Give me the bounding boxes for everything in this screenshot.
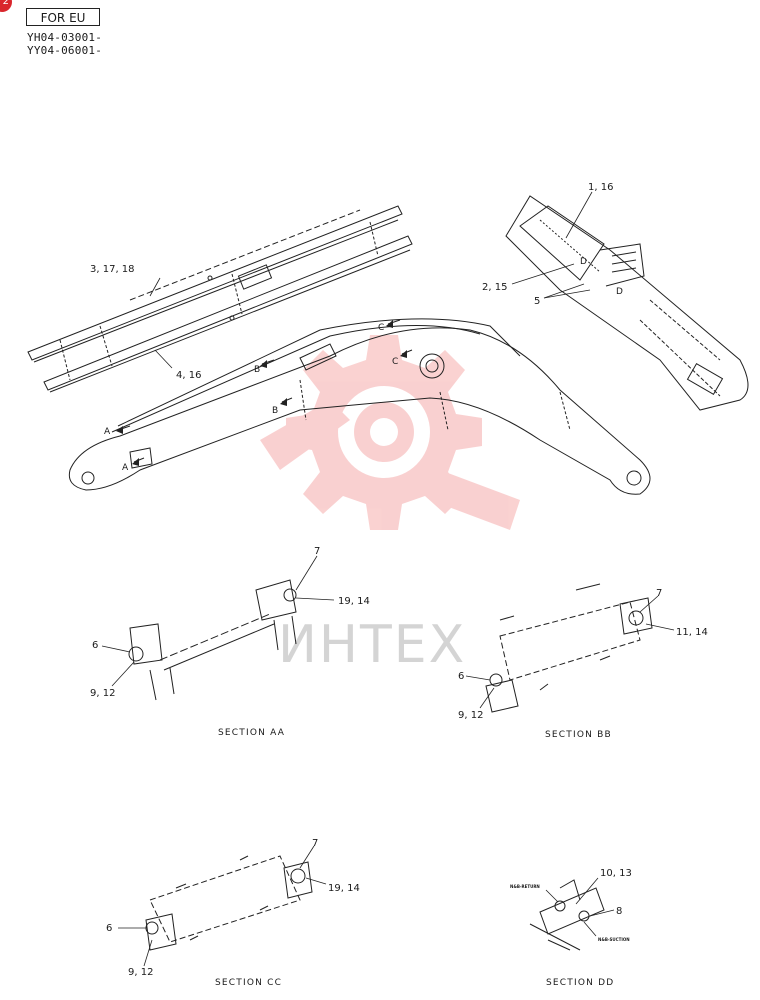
- watermark-text: ИНТЕХ: [278, 615, 466, 675]
- marker-c-upper: C: [378, 323, 384, 333]
- serial-range-2: YY04-06001-: [27, 44, 103, 57]
- bb-label-7: 7: [656, 588, 662, 599]
- callout-arm-top: 3, 17, 18: [90, 264, 135, 275]
- section-markers-boom: A A B B C C: [104, 319, 413, 473]
- section-dd-drawing: [529, 879, 605, 951]
- cc-label-7: 7: [312, 838, 318, 849]
- section-aa-drawing: [128, 579, 297, 701]
- section-dd-leaders: [545, 877, 615, 937]
- marker-b-lower: B: [272, 406, 278, 416]
- arm-assembly: [27, 205, 413, 393]
- dd-label-8: 8: [616, 906, 622, 917]
- marker-b-upper: B: [254, 365, 260, 375]
- section-cc-drawing: [145, 855, 313, 951]
- cc-label-9-12: 9, 12: [128, 967, 153, 978]
- marker-d-lower: D: [616, 287, 623, 297]
- marker-c-lower: C: [392, 357, 398, 367]
- aa-label-9-12: 9, 12: [90, 688, 115, 699]
- aa-label-7: 7: [314, 546, 320, 557]
- section-aa-leaders: [101, 555, 335, 687]
- callout-detail-top: 1, 16: [588, 182, 613, 193]
- section-bb-leaders: [465, 595, 675, 709]
- section-dd-title: SECTION DD: [546, 978, 614, 988]
- section-aa-title: SECTION AA: [218, 728, 285, 738]
- callout-arm-bottom: 4, 16: [176, 370, 201, 381]
- marker-d-upper: D: [580, 257, 587, 267]
- watermark-logo: [260, 335, 520, 530]
- cc-label-19-14: 19, 14: [328, 883, 360, 894]
- marker-a-upper: A: [104, 427, 111, 437]
- serial-range-1: YH04-03001-: [27, 31, 103, 44]
- boom-foot-detail: [505, 195, 749, 411]
- callout-detail-mid: 5: [534, 296, 540, 307]
- notification-badge: 2: [0, 0, 12, 12]
- section-cc-leaders: [118, 845, 327, 967]
- detail-callouts: [511, 191, 593, 299]
- bb-label-11-14: 11, 14: [676, 627, 708, 638]
- bb-label-6: 6: [458, 671, 464, 682]
- dd-label-suction: N&B-SUCTION: [598, 937, 630, 942]
- dd-label-return: N&B-RETURN: [510, 884, 540, 889]
- section-bb-drawing: [485, 583, 653, 713]
- section-bb-title: SECTION BB: [545, 730, 612, 740]
- aa-label-19-14: 19, 14: [338, 596, 370, 607]
- section-cc-title: SECTION CC: [215, 978, 282, 988]
- aa-label-6: 6: [92, 640, 98, 651]
- marker-a-lower: A: [122, 463, 129, 473]
- callout-detail-left: 2, 15: [482, 282, 507, 293]
- cc-label-6: 6: [106, 923, 112, 934]
- boom-assembly: [68, 318, 651, 495]
- region-label: FOR EU: [26, 8, 100, 26]
- dd-label-10-13: 10, 13: [600, 868, 632, 879]
- bb-label-9-12: 9, 12: [458, 710, 483, 721]
